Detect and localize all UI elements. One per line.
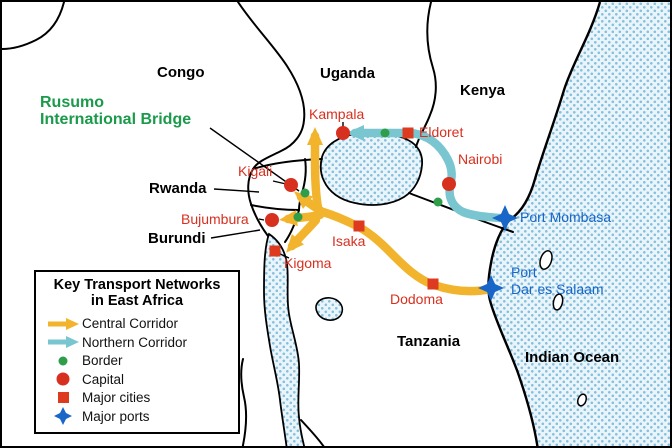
- major-port-star-icon: [44, 406, 82, 426]
- border-rwanda-burundi: [250, 204, 300, 211]
- legend: Key Transport Networks in East Africa Ce…: [34, 270, 240, 435]
- central-corridor-arrow-icon: [44, 317, 82, 331]
- capital-marker-nairobi: [442, 177, 456, 191]
- legend-item-border: Border: [44, 351, 230, 370]
- leader-line-kigali: [272, 180, 287, 185]
- rusumo-annotation: Rusumo International Bridge: [40, 94, 191, 128]
- ocean-label: Indian Ocean: [525, 349, 620, 366]
- city-label-dodoma: Dodoma: [390, 291, 443, 307]
- indian-ocean-area: [488, 2, 670, 446]
- port-markers: [478, 205, 518, 301]
- port-label-dar-line1: Port: [511, 264, 537, 280]
- island-pemba: [539, 250, 553, 270]
- capital-marker-bujumbura: [265, 213, 279, 227]
- legend-label-capital: Capital: [82, 371, 125, 387]
- capital-circle-icon: [44, 371, 82, 387]
- central-corridor-branch-kampala: [307, 127, 323, 213]
- legend-label-major-cities: Major cities: [82, 390, 151, 406]
- central-corridor-branch-bujumbura: [279, 210, 325, 227]
- leader-line-rwanda: [213, 188, 260, 193]
- country-label-burundi: Burundi: [148, 230, 206, 247]
- city-label-eldoret: Eldoret: [419, 124, 464, 140]
- country-label-rwanda: Rwanda: [149, 180, 207, 197]
- country-label-tanzania: Tanzania: [397, 333, 461, 350]
- legend-item-central-corridor: Central Corridor: [44, 314, 230, 333]
- legend-item-northern-corridor: Northern Corridor: [44, 333, 230, 352]
- city-label-kigali: Kigali: [238, 163, 273, 179]
- border-bottom-left: [240, 358, 248, 446]
- city-label-kampala: Kampala: [309, 106, 365, 122]
- city-marker-eldoret: [402, 127, 414, 139]
- port-label-mombasa: Port Mombasa: [520, 209, 612, 225]
- lake-tanganyika: [263, 232, 305, 446]
- border-marker-kenya-tanzania: [433, 197, 443, 207]
- central-corridor-branch-kigali: [293, 191, 326, 216]
- port-marker-dar-es-salaam: [478, 275, 504, 301]
- country-label-kenya: Kenya: [460, 82, 506, 99]
- legend-label-central-corridor: Central Corridor: [82, 316, 179, 332]
- capital-markers: [265, 126, 456, 227]
- city-marker-isaka: [353, 220, 365, 232]
- border-bottom-lake: [300, 419, 325, 446]
- city-marker-kigoma: [269, 245, 281, 257]
- leader-line-bujumbura: [258, 218, 265, 221]
- border-congo-uganda-rwanda: [237, 2, 306, 237]
- border-top-left: [2, 2, 65, 50]
- border-dot-icon: [44, 354, 82, 368]
- legend-title-line1: Key Transport Networks: [53, 277, 221, 293]
- city-label-isaka: Isaka: [332, 233, 366, 249]
- border-marker-burundi: [293, 212, 303, 222]
- city-label-nairobi: Nairobi: [458, 151, 503, 167]
- capital-marker-kampala: [336, 126, 350, 140]
- coastline: [487, 2, 602, 446]
- capital-marker-kigali: [284, 178, 298, 192]
- city-label-bujumbura: Bujumbura: [181, 211, 249, 227]
- leader-line-rusumo: [209, 127, 300, 192]
- leader-lines: [209, 122, 344, 259]
- lake-victoria: [319, 131, 423, 206]
- port-marker-mombasa: [492, 205, 518, 231]
- legend-item-capital: Capital: [44, 370, 230, 389]
- rusumo-annotation-line1: Rusumo: [40, 94, 104, 111]
- central-corridor-trunk: [318, 207, 496, 296]
- border-uganda-kenya: [415, 2, 437, 148]
- central-corridor-branch-kigoma: [286, 215, 321, 253]
- legend-item-major-ports: Major ports: [44, 407, 230, 426]
- legend-title-line2: in East Africa: [90, 293, 184, 310]
- country-label-congo: Congo: [157, 64, 205, 81]
- rusumo-annotation-line2: International Bridge: [40, 111, 192, 128]
- border-marker-uganda-kenya: [380, 128, 390, 138]
- port-label-dar-es-salaam: Port Dar es Salaam: [511, 264, 604, 298]
- city-markers: [269, 127, 439, 290]
- country-label-uganda: Uganda: [320, 65, 376, 82]
- port-label-dar-line2: Dar es Salaam: [511, 281, 604, 297]
- legend-title: Key Transport Networks in East Africa: [44, 277, 230, 309]
- legend-label-northern-corridor: Northern Corridor: [82, 334, 188, 350]
- leader-line-burundi: [210, 229, 261, 239]
- city-label-kigoma: Kigoma: [284, 255, 332, 271]
- legend-label-border: Border: [82, 353, 123, 369]
- island-mafia: [576, 393, 588, 407]
- lake-rukwa: [315, 297, 344, 321]
- legend-label-major-ports: Major ports: [82, 408, 150, 424]
- legend-item-major-cities: Major cities: [44, 388, 230, 407]
- border-marker-rusumo: [300, 188, 310, 198]
- major-city-square-icon: [44, 391, 82, 404]
- border-markers: [293, 128, 443, 222]
- city-marker-dodoma: [427, 278, 439, 290]
- northern-corridor-arrow-icon: [44, 335, 82, 349]
- island-zanzibar: [552, 293, 564, 311]
- central-corridor-route: [279, 127, 496, 296]
